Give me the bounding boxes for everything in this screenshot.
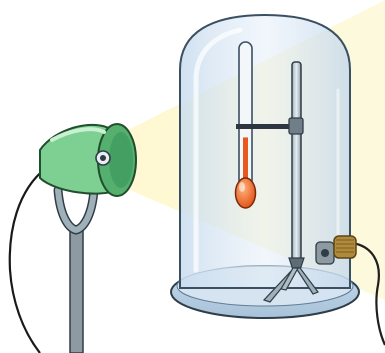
stand-rod — [292, 62, 301, 262]
lamp-cable — [10, 168, 46, 353]
lamp-icon — [40, 124, 136, 196]
lamp-post — [70, 226, 83, 353]
